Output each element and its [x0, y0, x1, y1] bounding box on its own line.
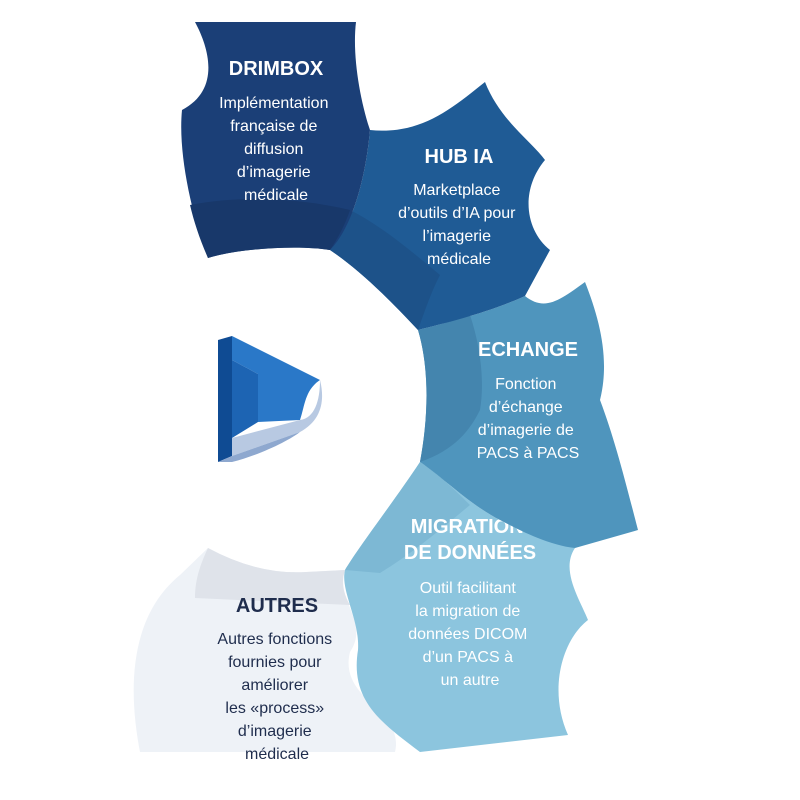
d-logo-icon: [218, 336, 323, 462]
segment-autres-band: [195, 548, 350, 605]
segment-echange-overlap: [418, 315, 482, 462]
segment-hub-ia-desc: Marketplace d’outils d’IA pour l’imageri…: [398, 182, 520, 268]
segment-drimbox-title: DRIMBOX: [229, 58, 324, 80]
segment-autres-desc: Autres fonctions fournies pour améliorer…: [217, 631, 336, 763]
segment-hub-ia: HUB IA Marketplace d’outils d’IA pour l’…: [330, 82, 550, 330]
segment-drimbox-desc: Implémentation française de diffusion d’…: [219, 95, 333, 204]
segment-migration-desc: Outil facilitant la migration de données…: [408, 580, 532, 689]
segment-drimbox: DRIMBOX Implémentation française de diff…: [181, 22, 370, 258]
segment-migration-title: MIGRATION DE DONNÉES: [404, 516, 536, 564]
segment-drimbox-shape: [181, 22, 370, 258]
segment-drimbox-band: [190, 198, 350, 258]
segment-echange-title: ECHANGE: [478, 339, 578, 361]
segment-hub-ia-title: HUB IA: [425, 146, 494, 168]
segment-echange: ECHANGE Fonction d’échange d’imagerie de…: [418, 282, 638, 548]
segment-migration-overlap: [345, 462, 470, 573]
segment-hub-ia-overlap: [330, 210, 440, 330]
segment-autres: AUTRES Autres fonctions fournies pour am…: [133, 548, 397, 763]
segment-autres-title: AUTRES: [236, 595, 318, 617]
segment-echange-desc: Fonction d’échange d’imagerie de PACS à …: [477, 376, 580, 462]
segment-migration: MIGRATION DE DONNÉES Outil facilitant la…: [344, 462, 588, 752]
